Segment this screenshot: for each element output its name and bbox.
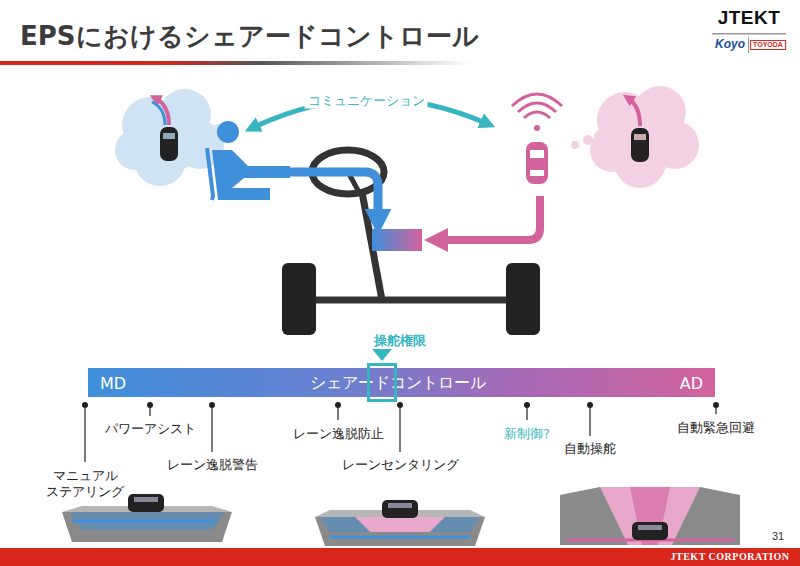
band-text: AD	[680, 373, 703, 392]
footer-text: JTEKT CORPORATION	[671, 551, 790, 563]
tick-label: 自動緊急回避	[677, 421, 755, 435]
logo-text: Koyo	[715, 38, 745, 52]
tick-label: 新制御?	[504, 427, 550, 441]
band-text: MD	[100, 373, 126, 392]
arc-label: コミュニケーション	[305, 94, 428, 109]
tick-label: レーン逸脱警告	[167, 458, 258, 472]
authority-marker	[367, 363, 397, 402]
tick-label: パワーアシスト	[105, 422, 196, 436]
page-number: 31	[772, 530, 784, 543]
band-text: シェアードコントロール	[310, 372, 486, 393]
tick-label: レーンセンタリング	[342, 458, 459, 472]
tick-label: マニュアル ステアリング	[45, 468, 125, 501]
logo-text: JTEKT	[718, 7, 781, 29]
tick-label: レーン逸脱防止	[293, 427, 384, 441]
tick-label: 自動操舵	[564, 442, 616, 456]
marker-label: 操舵権限	[374, 334, 426, 349]
slide-title: EPSにおけるシェアードコントロール	[20, 22, 479, 52]
marker-triangle	[372, 349, 392, 361]
logo-text: TOYODA	[750, 40, 786, 50]
gradient-band: MD シェアードコントロール AD	[88, 368, 715, 397]
